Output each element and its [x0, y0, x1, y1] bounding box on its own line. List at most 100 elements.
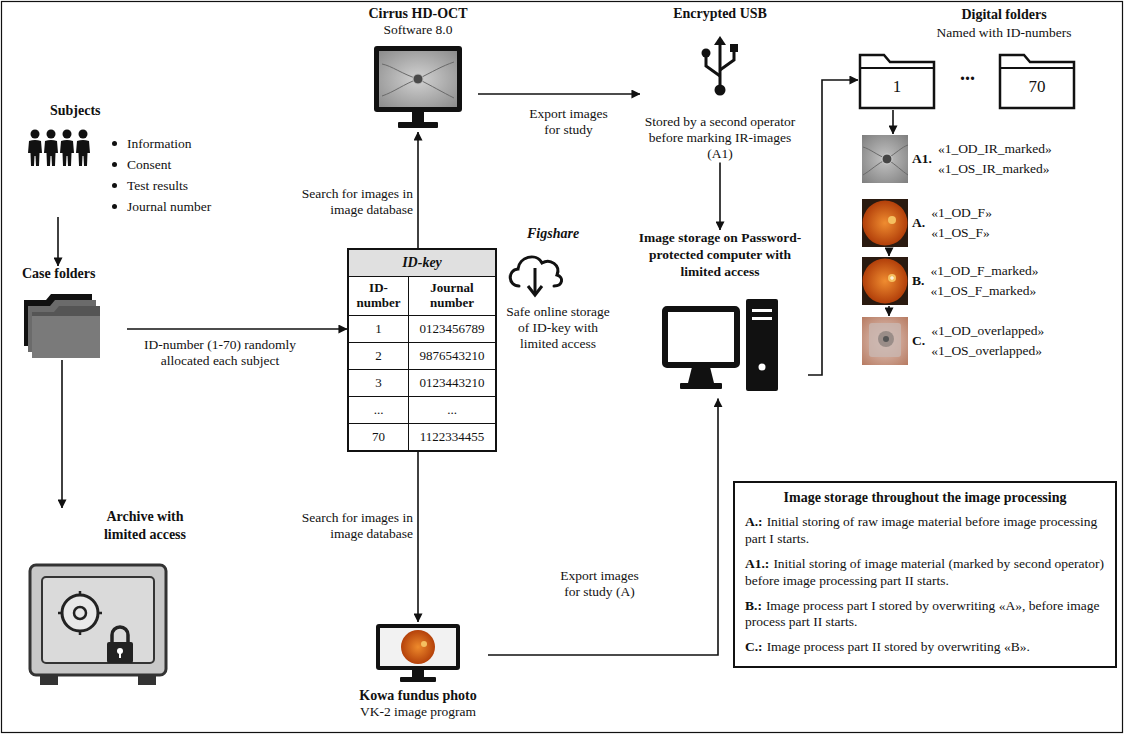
cloud-download-icon: [503, 246, 567, 298]
layout-block: «1_OD_overlapped»«1_OS_overlapped»: [931, 321, 1044, 361]
group-heading: Subjects: [50, 103, 243, 119]
file-name: «1_OS_overlapped»: [931, 341, 1044, 361]
table-cell: 0123456789: [409, 316, 495, 343]
note-text: Image process part II stored by overwrit…: [767, 639, 1030, 654]
edge-label: Search for images in image database: [301, 510, 413, 542]
layout-block: Information: [112, 133, 211, 154]
note-key: A1.:: [745, 556, 769, 571]
note-text: Initial storing of raw image material be…: [745, 514, 1097, 546]
table-cell: 9876543210: [409, 343, 495, 370]
image-entry: B. «1_OD_F_marked»«1_OS_F_marked»: [862, 256, 1077, 306]
edge-label: Export images for study: [521, 106, 616, 138]
step-letter: B.: [912, 273, 924, 289]
list-item: Test results: [127, 178, 188, 194]
layout-block: Consent: [112, 154, 211, 175]
people-icon: [28, 129, 92, 167]
fundus-monitor-icon: [374, 622, 462, 684]
note-heading: Image storage throughout the image proce…: [745, 490, 1105, 506]
edge-label: ID-number (1-70) randomly allocated each…: [130, 337, 310, 369]
flow-arrow: [417, 132, 419, 248]
usb-group: Encrypted USB Stored by a second operato…: [640, 6, 800, 163]
overlap-image-thumbnail: [862, 317, 908, 365]
table-cell: 70: [349, 424, 409, 450]
flow-arrow: [888, 306, 890, 316]
table-cell: 1: [349, 316, 409, 343]
bullet-dot: [112, 141, 117, 146]
figshare-group: Figshare Safe online storage of ID-key w…: [503, 226, 613, 353]
computer-icon: [660, 295, 780, 399]
table-cell: 0123443210: [409, 370, 495, 397]
layout-block: «1_OD_F_marked»«1_OS_F_marked»: [930, 261, 1038, 301]
group-heading: Archive with limited access: [90, 508, 200, 543]
file-name: «1_OD_F_marked»: [930, 261, 1038, 281]
table-header-cell: ID-number: [349, 277, 409, 316]
file-name: «1_OD_F»: [931, 203, 992, 223]
marked-fundus-thumbnail: [862, 257, 908, 305]
list-item: Journal number: [127, 199, 211, 215]
step-letter: A.: [912, 215, 925, 231]
file-name: «1_OD_IR_marked»: [938, 139, 1052, 159]
oct-monitor-icon: [372, 44, 464, 132]
ir-image-thumbnail: [862, 135, 908, 183]
note-key: B.:: [745, 598, 762, 613]
table-cell: 2: [349, 343, 409, 370]
bullet-dot: [112, 204, 117, 209]
file-name: «1_OS_IR_marked»: [938, 159, 1052, 179]
table-cell: ...: [409, 397, 495, 424]
group-heading: Image storage on Password-protected comp…: [632, 230, 808, 281]
image-entry: A. «1_OD_F»«1_OS_F»: [862, 198, 1077, 248]
layout-block: Journal number: [112, 196, 211, 217]
layout-block: B.:Image process part I stored by overwr…: [745, 598, 1105, 632]
group-heading: Cirrus HD-OCT: [358, 6, 478, 22]
folder-number: 1: [893, 77, 902, 97]
group-note: Stored by a second operator before marki…: [640, 114, 800, 163]
bullet-dot: [112, 162, 117, 167]
free-label: Named with ID-numbers: [930, 25, 1078, 41]
table-header-cell: Journal number: [409, 277, 495, 316]
group-heading: Encrypted USB: [640, 6, 800, 22]
image-entry: C. «1_OD_overlapped»«1_OS_overlapped»: [862, 316, 1077, 366]
computer-group: Image storage on Password-protected comp…: [632, 230, 808, 399]
legend-note-box: Image storage throughout the image proce…: [733, 481, 1117, 668]
flow-arrow: [488, 399, 718, 655]
list-item: Consent: [127, 157, 171, 173]
file-name: «1_OS_F_marked»: [930, 281, 1038, 301]
free-label: ...: [940, 62, 995, 85]
note-key: C.:: [745, 639, 763, 654]
flow-arrow: [888, 248, 890, 256]
subjects-group: Subjects InformationConsentTest resultsJ…: [28, 103, 243, 217]
case-folders-group: Case folders: [22, 266, 127, 360]
group-heading: Figshare: [527, 226, 613, 242]
flow-arrow: [892, 110, 894, 134]
table-title: ID-key: [349, 250, 495, 277]
folder-number: 70: [1029, 77, 1046, 97]
usb-icon: [698, 34, 742, 98]
flow-arrow: [478, 93, 640, 95]
bullet-dot: [112, 183, 117, 188]
list-item: Information: [127, 136, 191, 152]
layout-block: «1_OD_F»«1_OS_F»: [931, 203, 992, 243]
safe-icon: [28, 563, 168, 688]
archive-group: Archive with limited access: [25, 508, 215, 688]
layout-block: InformationConsentTest resultsJournal nu…: [112, 133, 211, 217]
folder-box: 70: [998, 50, 1076, 110]
id-key-table: ID-keyID-numberJournal number10123456789…: [347, 248, 497, 452]
step-letter: A1.: [912, 151, 932, 167]
step-letter: C.: [912, 333, 925, 349]
edge-label: Search for images in image database: [301, 186, 413, 218]
file-name: «1_OS_F»: [931, 223, 992, 243]
flow-arrow: [719, 163, 721, 230]
flow-arrow: [61, 360, 63, 508]
layout-block: «1_OD_IR_marked»«1_OS_IR_marked»: [938, 139, 1052, 179]
fundus-image-thumbnail: [862, 199, 908, 247]
fundus-camera-group: Kowa fundus photoVK-2 image program: [348, 622, 488, 720]
oct-device-group: Cirrus HD-OCTSoftware 8.0: [358, 6, 478, 132]
layout-block: A1.:Initial storing of image material (m…: [745, 556, 1105, 590]
edge-label: Export images for study (A): [552, 568, 647, 600]
folder-box: 1: [858, 50, 936, 110]
note-key: A.:: [745, 514, 763, 529]
layout-block: C.: Image process part II stored by overw…: [745, 639, 1105, 656]
flow-arrow: [57, 217, 59, 266]
note-text: Initial storing of image material (marke…: [745, 556, 1104, 588]
